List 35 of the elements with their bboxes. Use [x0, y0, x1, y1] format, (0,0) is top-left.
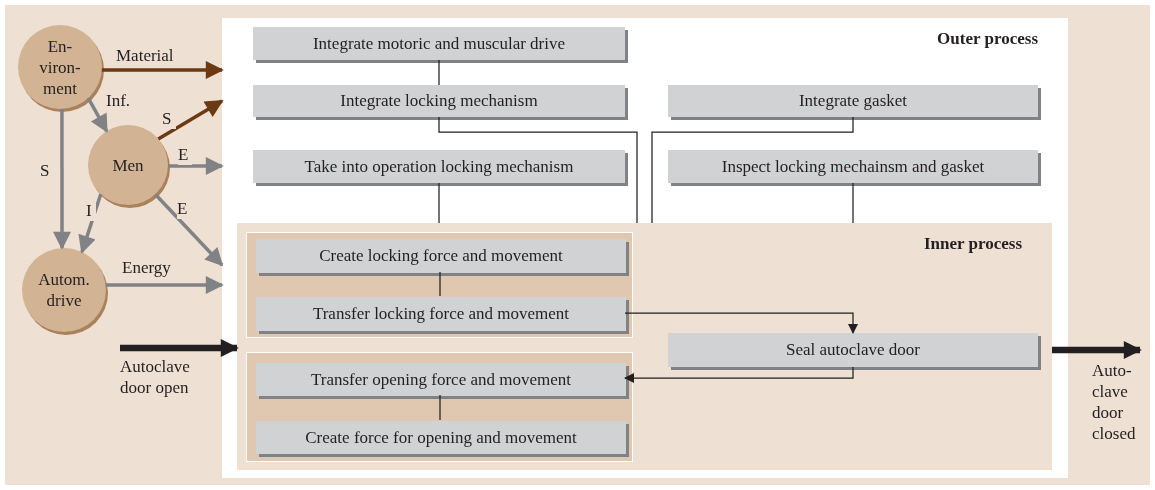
arrow	[624, 312, 858, 334]
arrow	[157, 99, 224, 141]
process-box: Inspect locking mechainsm and gasket	[668, 150, 1038, 183]
connector-line	[438, 59, 440, 86]
arrow	[78, 193, 103, 254]
process-box: Integrate gasket	[668, 85, 1038, 117]
connector-line	[439, 394, 441, 421]
arrow	[154, 193, 224, 267]
arrow	[105, 276, 224, 294]
panel-title: Inner process	[923, 233, 1022, 255]
panel-title: Outer process	[937, 28, 1038, 50]
process-group-box	[246, 352, 633, 462]
arrow	[624, 366, 854, 383]
process-box: Seal autoclave door	[668, 333, 1038, 367]
outer-process-panel	[222, 18, 1068, 478]
process-group-box	[246, 232, 633, 338]
process-box: Create locking force and movement	[256, 239, 626, 273]
process-box: Transfer locking force and movement	[256, 297, 626, 331]
arrow	[53, 108, 71, 250]
connector-line	[651, 116, 854, 224]
connector-line	[439, 271, 441, 297]
process-box: Create force for opening and movement	[256, 421, 626, 454]
arrow	[86, 97, 109, 133]
connector-line	[438, 116, 638, 224]
process-box: Integrate motoric and muscular drive	[253, 27, 625, 60]
arrow	[101, 61, 224, 79]
arrow	[168, 157, 224, 175]
connector-line	[852, 182, 854, 224]
process-box: Transfer opening force and movement	[256, 363, 626, 396]
connector-line	[438, 182, 440, 224]
inner-process-panel	[237, 223, 1052, 470]
process-box: Integrate locking mechanism	[253, 85, 625, 117]
edge-label: I	[86, 200, 96, 221]
process-box: Take into operation locking mechanism	[253, 150, 625, 183]
arrow	[1052, 341, 1142, 359]
